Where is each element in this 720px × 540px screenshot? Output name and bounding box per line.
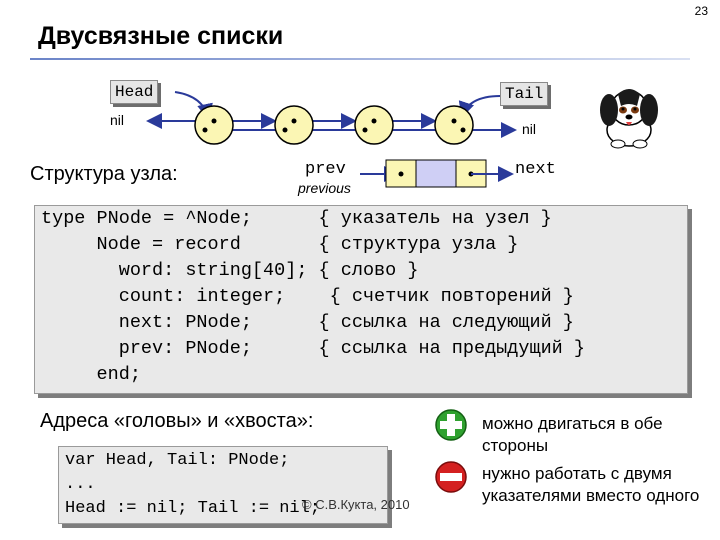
code-line: Node = record { структура узла } [41,234,519,255]
head-label: Head [110,80,159,104]
code-line: end; [41,364,141,385]
code-line: count: integer; { счетчик повторений } [41,286,574,307]
copyright-notice: © С.В.Кукта, 2010 [302,497,410,512]
node-structure-diagram [360,159,514,188]
list-node-4 [434,105,474,145]
doubly-linked-list-diagram [146,91,517,188]
prev-field-label: prev [305,160,346,179]
code-line: ... [65,475,96,494]
nil-right-label: nil [522,121,537,137]
disadvantage-note: нужно работать с двумя указателями вмест… [482,464,700,505]
variable-declaration-code-block: var Head, Tail: PNode; ... Head := nil; … [58,446,388,524]
node-structure-label: Структура узла: [30,163,178,185]
code-line: type PNode = ^Node; { указатель на узел … [41,208,552,229]
list-node-1 [194,105,234,145]
type-declaration-code-block: type PNode = ^Node; { указатель на узел … [34,205,688,394]
code-line: next: PNode; { ссылка на следующий } [41,312,574,333]
title-divider [30,58,690,60]
page-number: 23 [694,4,708,18]
advantage-note: можно двигаться в обе стороны [482,414,663,455]
tail-label: Tail [500,82,549,106]
code-line: word: string[40]; { слово } [41,260,419,281]
next-field-label: next [515,160,556,179]
puppy-illustration [600,89,658,149]
plus-icon [435,409,467,441]
addresses-heading: Адреса «головы» и «хвоста»: [40,410,314,432]
nil-left-label: nil [110,112,125,128]
code-line: var Head, Tail: PNode; [65,451,290,470]
code-line: prev: PNode; { ссылка на предыдущий } [41,338,585,359]
page-title: Двусвязные списки [38,22,284,50]
code-line: Head := nil; Tail := nil; [65,499,321,518]
list-node-2 [274,105,314,145]
minus-icon [435,461,467,493]
previous-caption: previous [298,180,351,196]
list-node-3 [354,105,394,145]
